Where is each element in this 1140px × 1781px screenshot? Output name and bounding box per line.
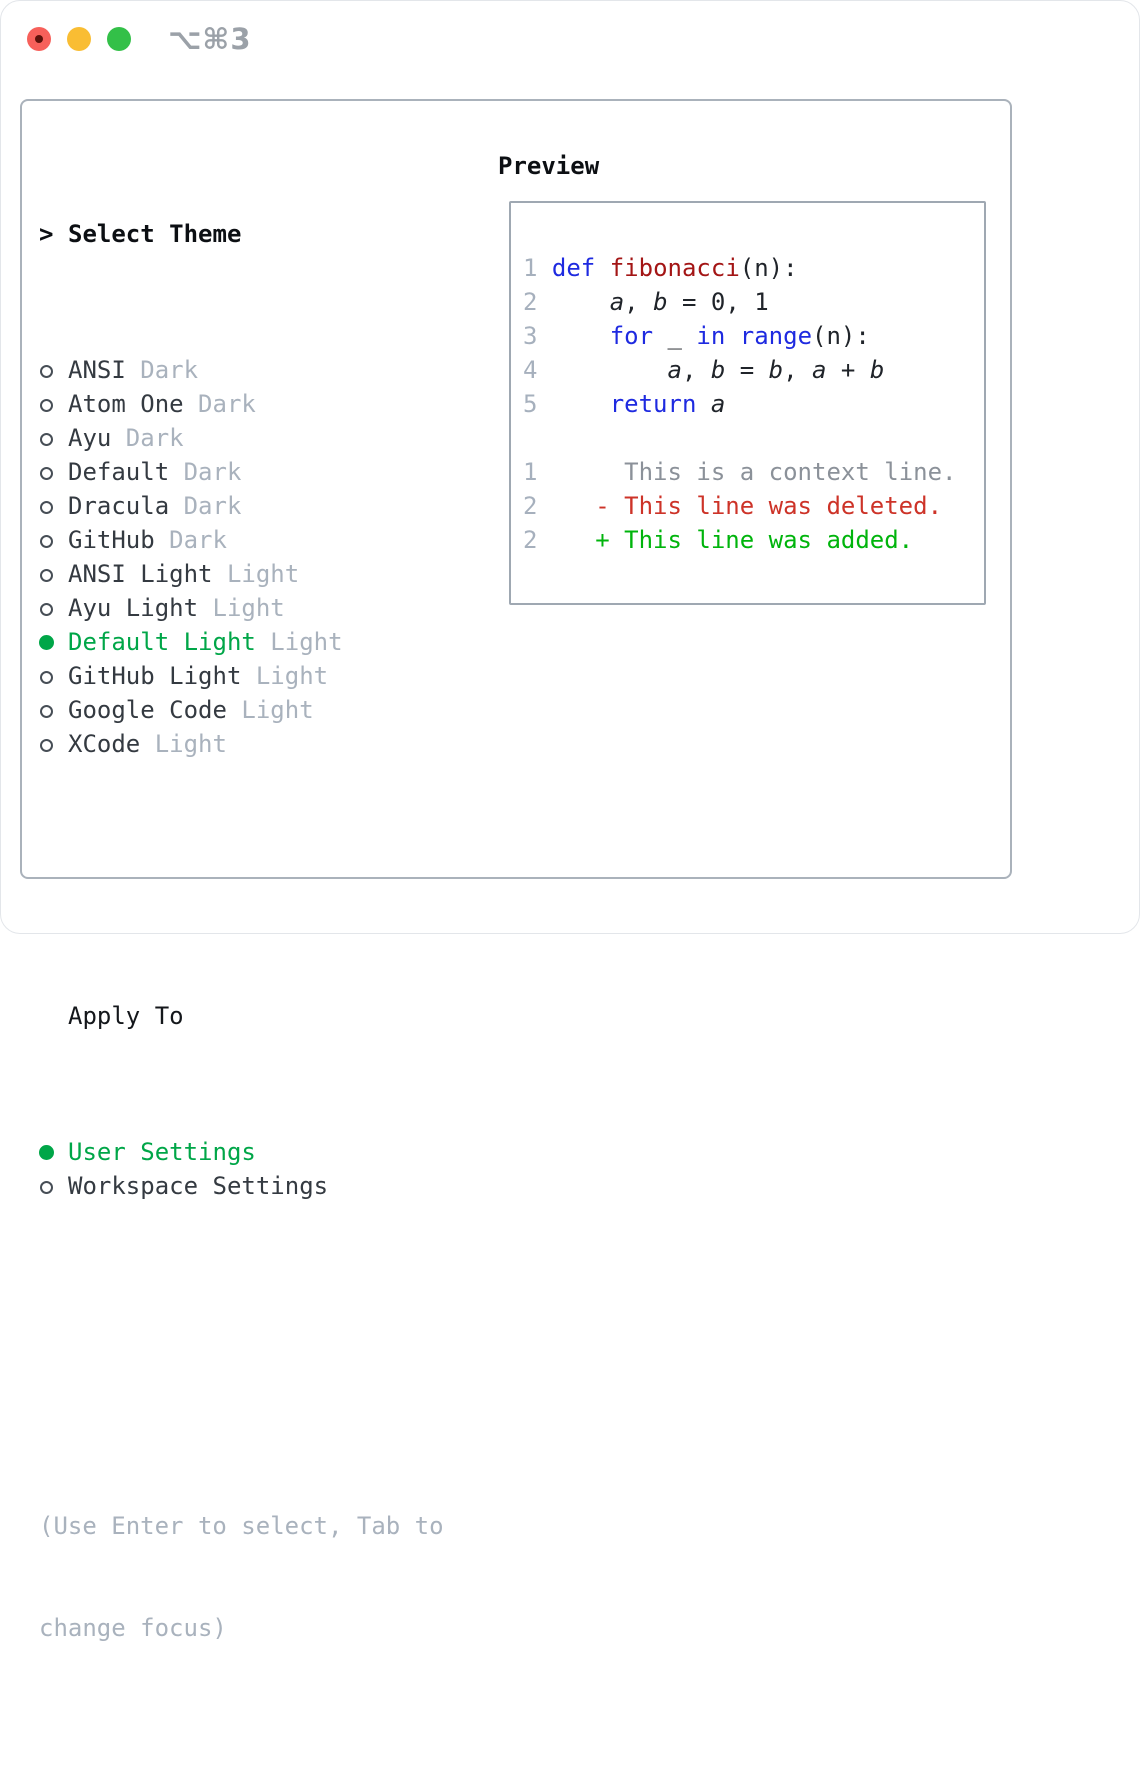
option-label: Ayu Light	[68, 594, 199, 622]
variant-label: Light	[255, 628, 343, 656]
option-label: Ayu	[68, 424, 112, 452]
preview-line-8: 2 - This line was deleted.	[523, 492, 943, 520]
theme-option-default[interactable]: Default Dark	[39, 455, 444, 489]
theme-option-dracula[interactable]: Dracula Dark	[39, 489, 444, 523]
theme-option-atom-one[interactable]: Atom One Dark	[39, 387, 444, 421]
preview-line-9: 2 + This line was added.	[523, 526, 914, 554]
spacer	[39, 863, 444, 897]
option-label: Default	[68, 458, 170, 486]
radio-unselected-icon	[39, 523, 68, 557]
radio-unselected-icon	[39, 591, 68, 625]
option-label: Google Code	[68, 696, 227, 724]
circle-outline-icon	[40, 1181, 53, 1194]
radio-unselected-icon	[39, 557, 68, 591]
option-label: ANSI	[68, 356, 126, 384]
circle-outline-icon	[40, 603, 53, 616]
circle-outline-icon	[40, 467, 53, 480]
theme-option-github[interactable]: GitHub Dark	[39, 523, 444, 557]
apply-option-user-settings[interactable]: User Settings	[39, 1135, 444, 1169]
theme-option-ayu[interactable]: Ayu Dark	[39, 421, 444, 455]
option-label: XCode	[68, 730, 141, 758]
preview-line-4: 4 a, b = b, a + b	[523, 356, 885, 384]
option-label: GitHub Light	[68, 662, 242, 690]
variant-label: Light	[212, 560, 300, 588]
variant-label: Dark	[154, 526, 227, 554]
theme-option-ayu-light[interactable]: Ayu Light Light	[39, 591, 444, 625]
circle-outline-icon	[40, 705, 53, 718]
maximize-button[interactable]	[107, 27, 131, 51]
radio-unselected-icon	[39, 727, 68, 761]
option-label: User Settings	[68, 1138, 256, 1166]
theme-option-xcode[interactable]: XCode Light	[39, 727, 444, 761]
window-shortcut-label: ⌥⌘3	[168, 22, 252, 56]
radio-unselected-icon	[39, 421, 68, 455]
apply-to-header: Apply To	[39, 999, 444, 1033]
theme-option-ansi-light[interactable]: ANSI Light Light	[39, 557, 444, 591]
circle-outline-icon	[40, 671, 53, 684]
circle-outline-icon	[40, 535, 53, 548]
variant-label: Dark	[169, 458, 242, 486]
preview-line-5: 5 return a	[523, 390, 726, 418]
option-label: GitHub	[68, 526, 155, 554]
variant-label: Light	[198, 594, 285, 622]
radio-selected-icon	[39, 625, 68, 659]
circle-outline-icon	[40, 433, 53, 446]
preview-line-6	[523, 421, 984, 455]
radio-unselected-icon	[39, 387, 68, 421]
filled-circle-icon	[39, 1145, 54, 1160]
select-theme-header: > Select Theme	[39, 217, 444, 251]
radio-unselected-icon	[39, 693, 68, 727]
theme-option-google-code[interactable]: Google Code Light	[39, 693, 444, 727]
theme-option-github-light[interactable]: GitHub Light Light	[39, 659, 444, 693]
radio-selected-icon	[39, 1135, 68, 1169]
variant-label: Light	[226, 696, 314, 724]
preview-line-7: 1 This is a context line.	[523, 458, 957, 486]
minimize-button[interactable]	[67, 27, 91, 51]
close-button[interactable]	[27, 27, 51, 51]
variant-label: Dark	[183, 390, 256, 418]
option-label: Default Light	[68, 628, 256, 656]
apply-to-title: Apply To	[68, 1002, 184, 1030]
help-line-2: change focus)	[39, 1614, 227, 1642]
radio-unselected-icon	[39, 489, 68, 523]
option-label: Workspace Settings	[68, 1172, 329, 1200]
preview-box: 1 def fibonacci(n): 2 a, b = 0, 1 3 for _ …	[509, 201, 986, 605]
variant-label: Light	[140, 730, 227, 758]
radio-unselected-icon	[39, 455, 68, 489]
apply-option-workspace-settings[interactable]: Workspace Settings	[39, 1169, 444, 1203]
variant-label: Dark	[169, 492, 242, 520]
circle-outline-icon	[40, 569, 53, 582]
theme-option-ansi[interactable]: ANSI Dark	[39, 353, 444, 387]
preview-line-1: 1 def fibonacci(n):	[523, 254, 798, 282]
preview-line-3: 3 for _ in range(n):	[523, 322, 870, 350]
prompt-marker: >	[39, 220, 54, 248]
circle-outline-icon	[40, 739, 53, 752]
help-line-1: (Use Enter to select, Tab to	[39, 1512, 444, 1540]
circle-outline-icon	[40, 365, 53, 378]
variant-label: Dark	[125, 356, 199, 384]
radio-unselected-icon	[39, 353, 68, 387]
variant-label: Dark	[111, 424, 184, 452]
circle-outline-icon	[40, 399, 53, 412]
help-text: (Use Enter to select, Tab to change focu…	[39, 1441, 444, 1713]
select-theme-title: Select Theme	[68, 220, 242, 248]
spacer	[39, 1305, 444, 1339]
radio-unselected-icon	[39, 659, 68, 693]
variant-label: Light	[241, 662, 329, 690]
option-label: ANSI Light	[68, 560, 213, 588]
circle-outline-icon	[40, 501, 53, 514]
preview-header: Preview	[498, 152, 600, 180]
option-label: Dracula	[68, 492, 170, 520]
preview-line-2: 2 a, b = 0, 1	[523, 288, 769, 316]
filled-circle-icon	[39, 635, 54, 650]
radio-unselected-icon	[39, 1169, 68, 1203]
unsaved-dot-icon	[35, 35, 43, 43]
option-label: Atom One	[68, 390, 184, 418]
theme-option-default-light[interactable]: Default Light Light	[39, 625, 444, 659]
